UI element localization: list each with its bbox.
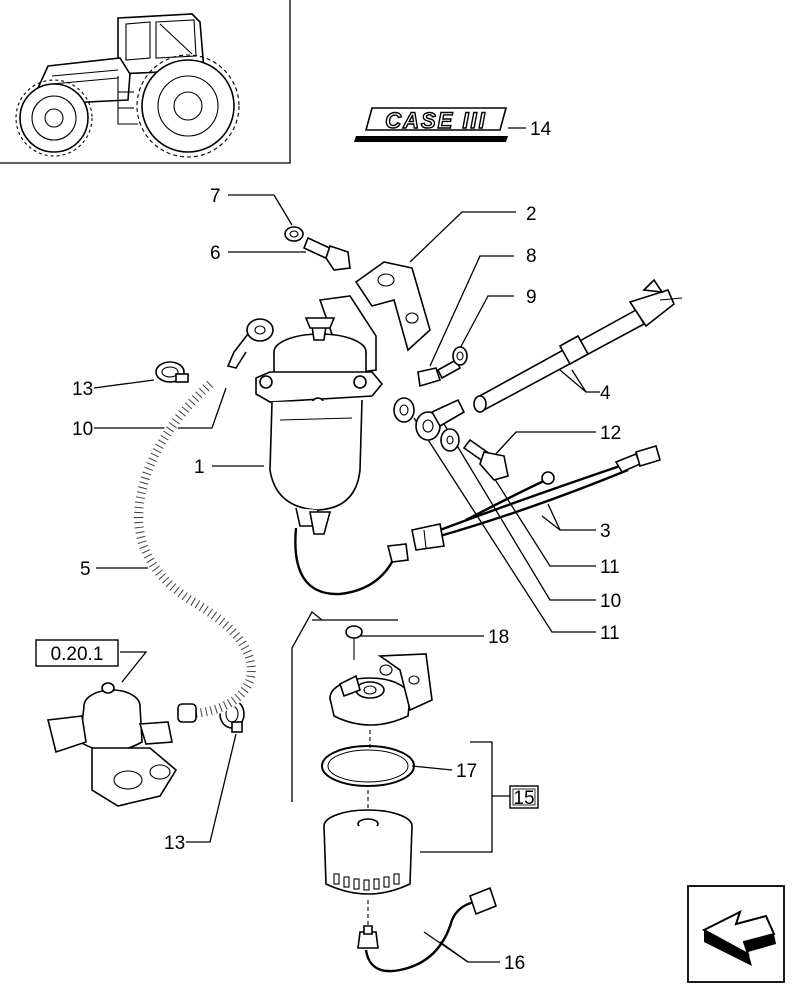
- part-11-washer-a: [393, 397, 415, 423]
- filter-cartridge: [323, 809, 413, 926]
- callout-16: 16: [504, 953, 525, 974]
- tractor-thumbnail-icon: [15, 13, 240, 158]
- callouts: 7 6 2 8 9 4 12 3 11 10 11 1 13 10 5 13 1…: [72, 119, 621, 974]
- brand-logo-text: CASE III: [385, 108, 487, 133]
- callout-11b: 11: [600, 623, 620, 644]
- callout-13a: 13: [72, 379, 93, 400]
- part-4-pipe: [473, 278, 683, 413]
- callout-8: 8: [526, 246, 537, 267]
- part-7-washer: [284, 226, 304, 242]
- part-18-screw: [345, 625, 363, 660]
- callout-17: 17: [456, 761, 477, 782]
- reference-box: 0.20.1: [35, 639, 119, 667]
- callout-3: 3: [600, 521, 611, 542]
- callout-7: 7: [210, 186, 221, 207]
- leader-lines: [93, 194, 600, 963]
- callout-10a: 10: [72, 419, 93, 440]
- part-8-bolt: [417, 358, 462, 388]
- callout-13b: 13: [164, 833, 185, 854]
- part-2-bracket: [354, 261, 431, 352]
- callout-9: 9: [526, 287, 537, 308]
- arrow-down-left-icon[interactable]: [687, 885, 785, 983]
- callout-18: 18: [488, 627, 509, 648]
- callout-14: 14: [530, 119, 552, 140]
- callout-10b: 10: [600, 591, 621, 612]
- part-17-seal-ring: [321, 745, 415, 808]
- callout-6: 6: [210, 243, 221, 264]
- part-16-water-sensor: [357, 886, 497, 973]
- lift-pump: [47, 682, 178, 807]
- part-10-elbow-left: [226, 318, 274, 369]
- callout-4: 4: [600, 383, 611, 404]
- group-box-label: 15: [513, 788, 534, 809]
- case-ih-logo: CASE III: [354, 107, 508, 142]
- part-3-wiring-harness: [387, 445, 661, 563]
- group-bracket-left: [291, 611, 323, 802]
- tractor-thumbnail: [0, 0, 291, 164]
- reference-box-label: 0.20.1: [51, 644, 104, 665]
- part-5-hose: [133, 379, 257, 723]
- part-10-banjo: [415, 398, 466, 441]
- callout-1: 1: [194, 457, 205, 478]
- callout-12: 12: [600, 423, 621, 444]
- callout-11a: 11: [600, 557, 620, 578]
- part-13-clamp-top: [155, 361, 189, 383]
- part-6-bolt: [302, 236, 351, 271]
- filter-head: [329, 653, 433, 748]
- callout-2: 2: [526, 204, 537, 225]
- part-11-washer-b: [440, 428, 460, 452]
- part-12-bolt: [462, 438, 509, 481]
- callout-5: 5: [80, 559, 91, 580]
- part-1-fuel-filter: [255, 295, 394, 596]
- part-9-washer: [452, 346, 468, 366]
- group-box: 15: [509, 785, 539, 809]
